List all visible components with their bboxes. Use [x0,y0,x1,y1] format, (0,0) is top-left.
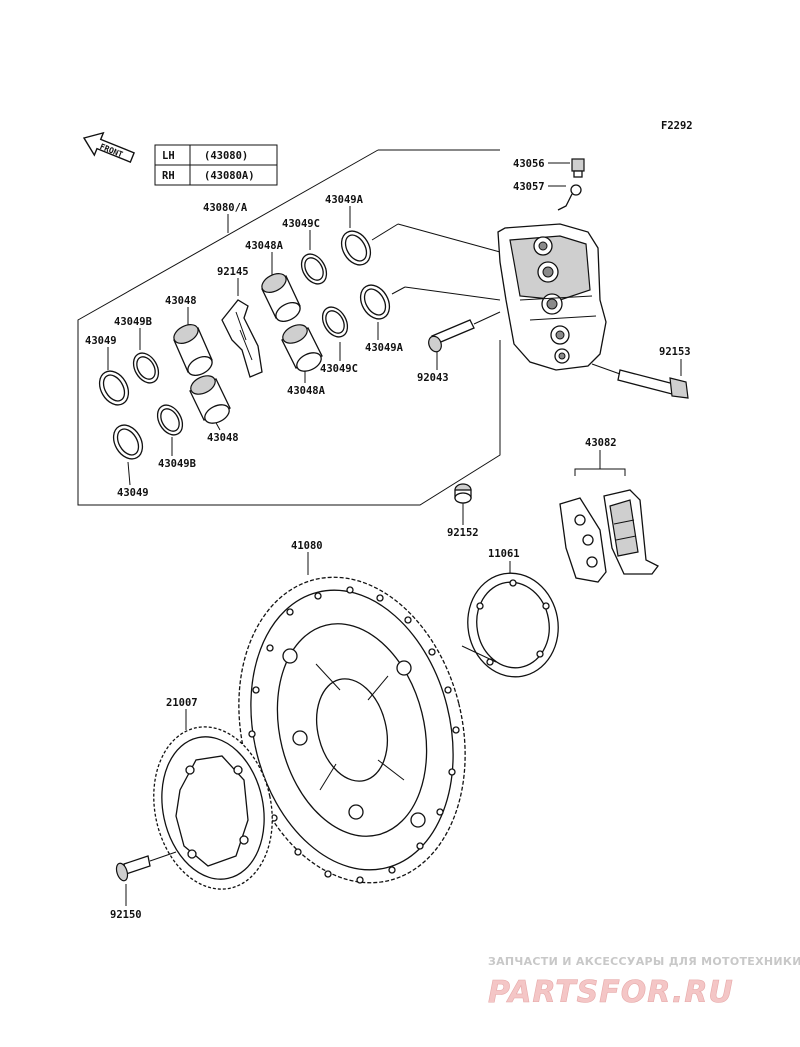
label-43049c-top: 43049C [282,218,320,230]
label-43048-top: 43048 [165,295,197,307]
brake-disc-41080 [238,576,466,884]
label-43049-top: 43049 [85,335,117,347]
watermark-logo: PARTSFOR.RU [488,975,734,1010]
seal-43049c-bottom [321,306,349,338]
seal-43049b-bottom [156,404,184,436]
brake-pad-front [559,497,607,583]
label-43048a-bottom: 43048A [287,385,326,397]
legend-part-lh: (43080) [204,150,248,162]
collar-92152 [454,483,472,504]
label-11061: 11061 [488,548,520,560]
label-43082: 43082 [585,437,617,449]
piston-43048a-bottom [281,324,323,372]
label-43049-bottom: 43049 [117,487,149,499]
seal-43049-top [98,370,130,406]
label-92153: 92153 [659,346,691,358]
label-43048-bottom: 43048 [207,432,239,444]
legend-side-lh: LH [162,150,175,162]
label-92145: 92145 [217,266,249,278]
label-43049a-bottom: 43049A [365,342,404,354]
bolt-92153 [617,369,689,399]
seal-43049b-top [132,352,160,384]
label-43056: 43056 [513,158,545,170]
label-43049c-bottom: 43049C [320,363,358,375]
label-21007: 21007 [166,697,198,709]
pad-spring-92145 [221,299,263,378]
seal-43049a-bottom [359,284,391,320]
front-arrow-icon: FRONT [82,131,135,164]
legend-side-rh: RH [162,170,175,182]
piston-43048-bottom [189,375,231,424]
bleed-valve-43056 [571,158,585,178]
label-43049a-top: 43049A [325,194,364,206]
label-43048a-top: 43048A [245,240,284,252]
piston-43048a-top [261,273,301,322]
label-92043: 92043 [417,372,449,384]
legend-part-rh: (43080A) [204,170,255,182]
label-43057: 43057 [513,181,545,193]
piston-43048-top [173,324,213,376]
label-92150: 92150 [110,909,142,921]
label-41080: 41080 [291,540,323,552]
label-43049b-top: 43049B [114,316,152,328]
brake-pad-rear [603,489,659,575]
legend-table: LH (43080) RH (43080A) [154,144,278,186]
seal-43049-bottom [112,424,144,460]
bolt-92150 [115,855,151,882]
pin-92043 [428,319,475,353]
watermark-caption: ЗАПЧАСТИ И АКСЕССУАРЫ ДЛЯ МОТОТЕХНИКИ [488,955,800,968]
sensor-rotor-21007 [153,726,273,890]
caliper-assembly-outline [77,149,501,506]
seal-43049a-top [340,230,372,266]
label-caliper-assy: 43080/A [203,202,248,214]
diagram-code: F2292 [661,120,693,132]
seal-43049c-top [300,253,328,285]
caliper-body [497,223,607,371]
gasket-11061 [467,572,559,678]
label-43049b-bottom: 43049B [158,458,196,470]
bleed-cap-43057 [557,184,582,211]
label-92152: 92152 [447,527,479,539]
